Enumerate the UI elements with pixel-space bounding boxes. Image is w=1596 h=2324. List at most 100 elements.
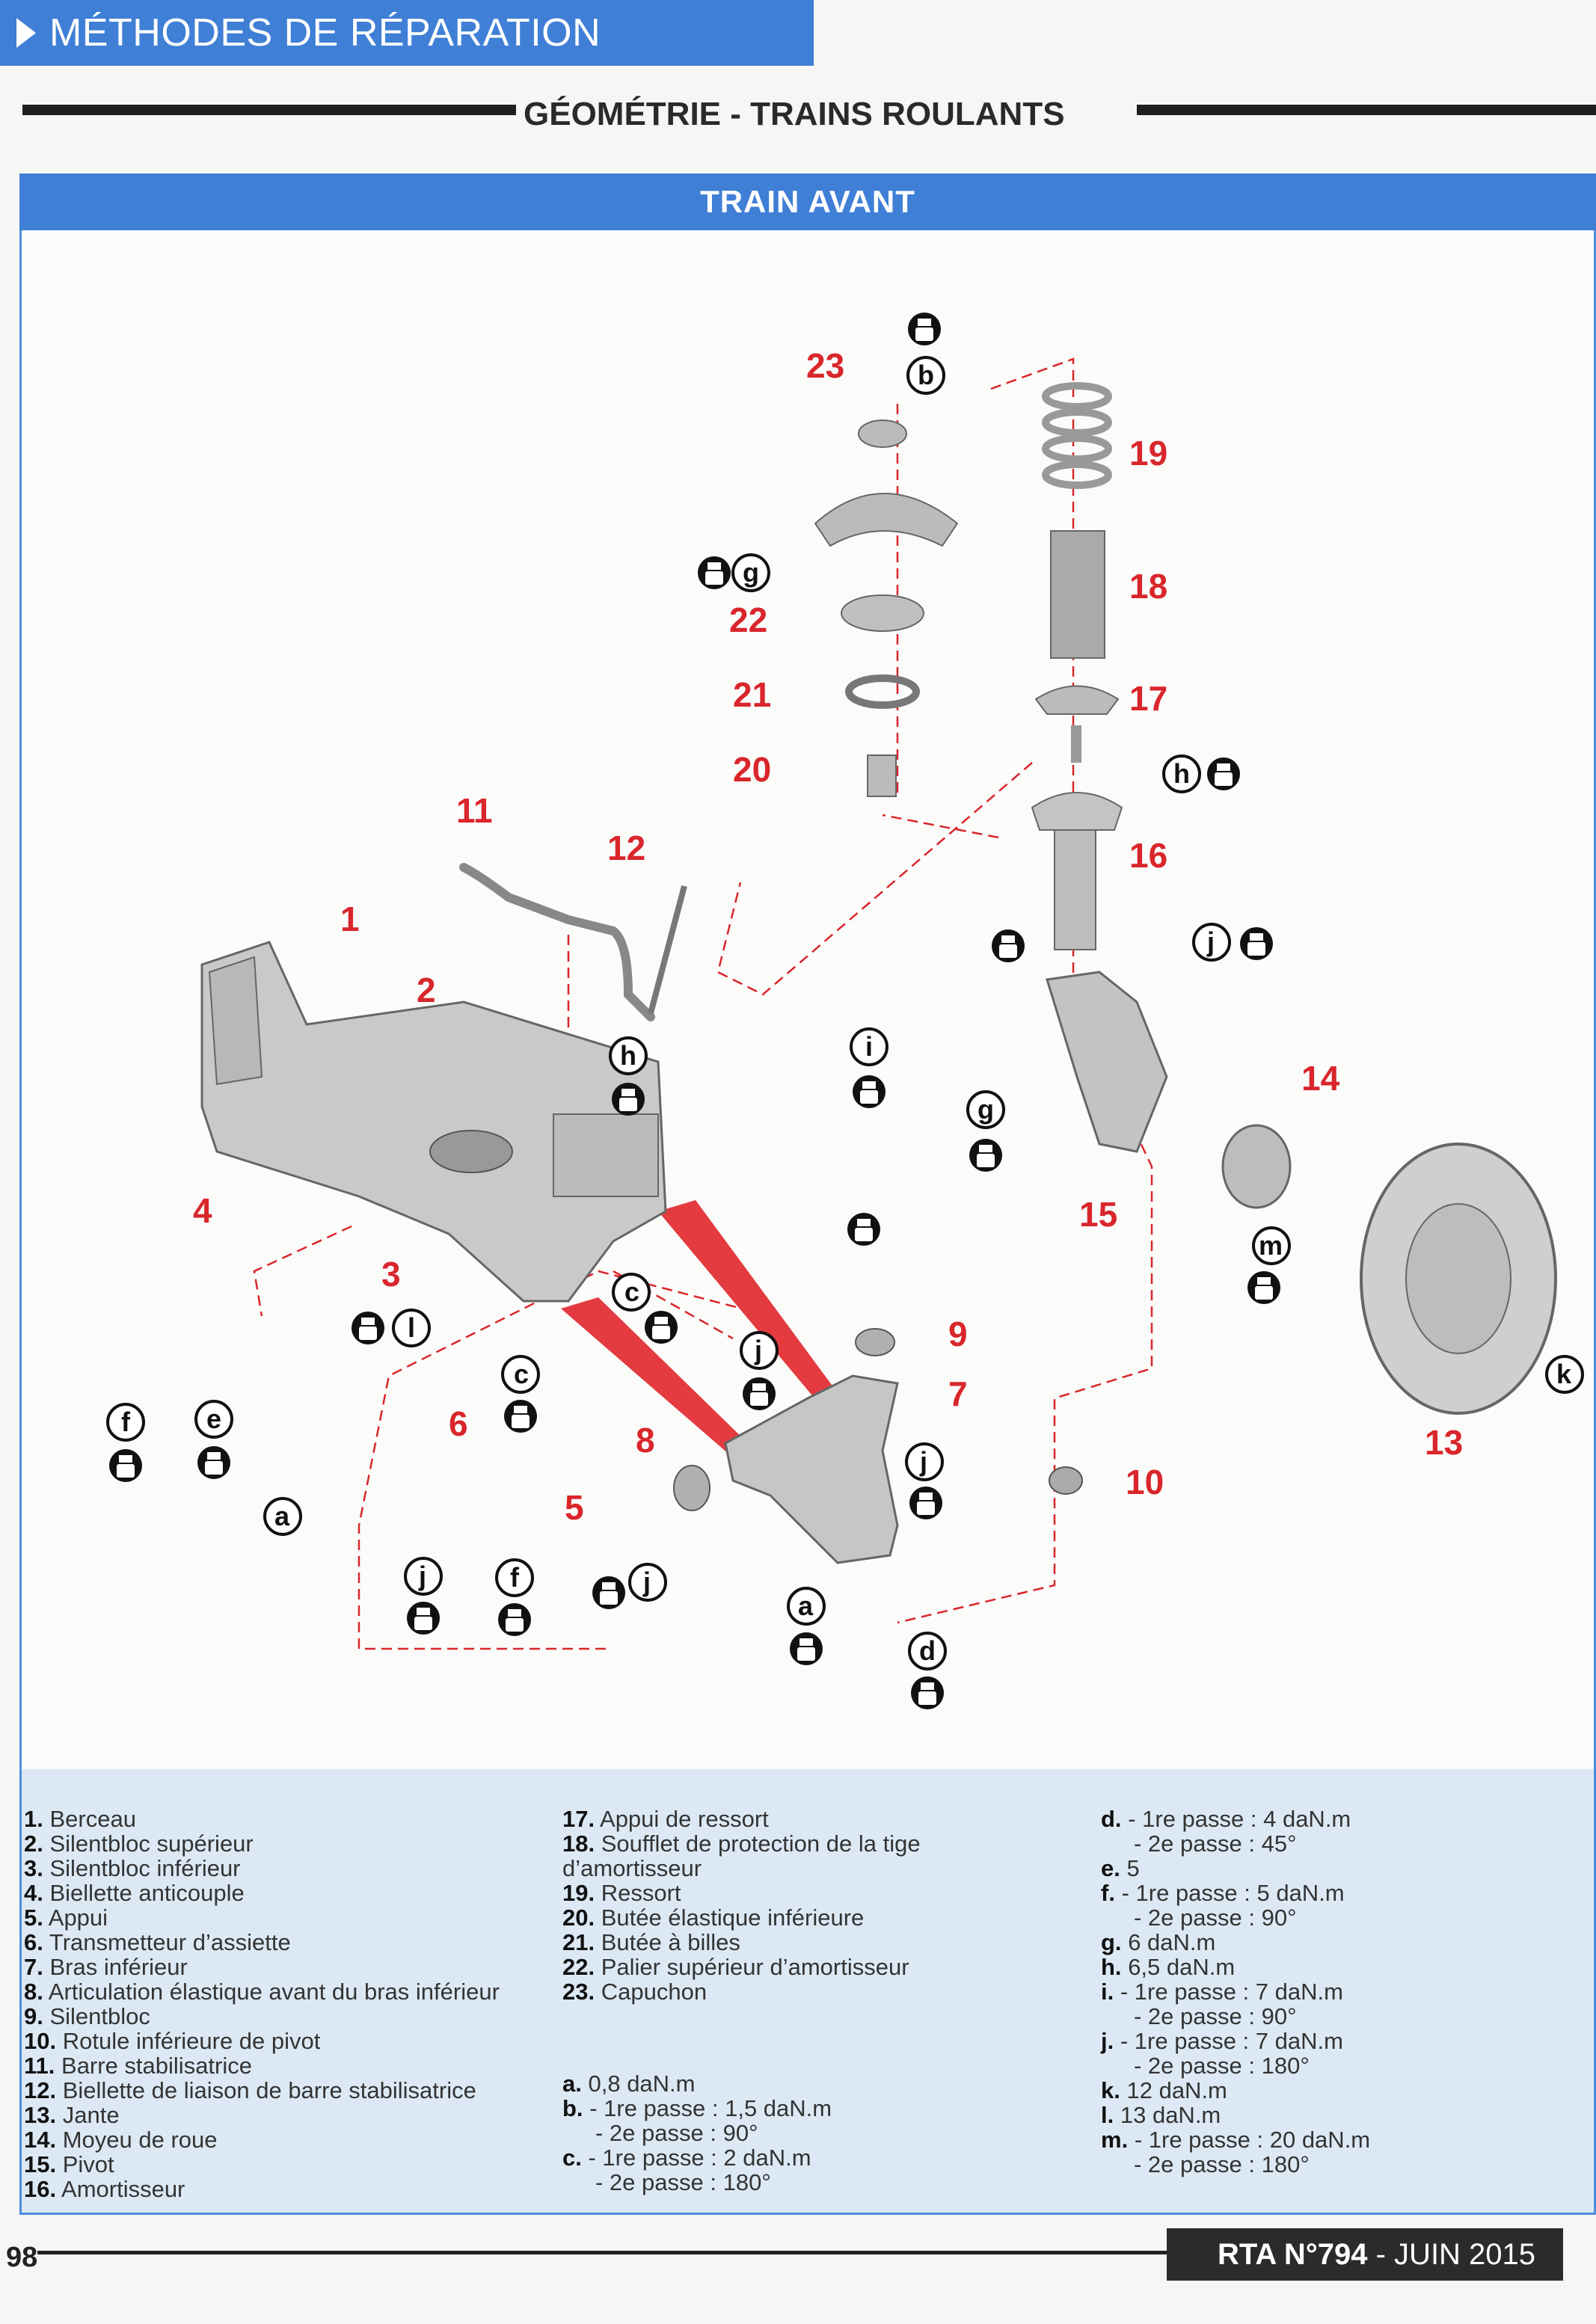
svg-text:k: k xyxy=(1556,1359,1572,1389)
stabilizer-link xyxy=(648,885,687,1015)
tag-f xyxy=(495,1558,534,1597)
svg-text:j: j xyxy=(418,1561,426,1591)
torque-item: g. 6 daN.m xyxy=(1101,1929,1216,1955)
part-label-21: 21 xyxy=(733,675,771,714)
torque-item: d. - 1re passe : 4 daN.m xyxy=(1101,1806,1351,1832)
legend-item: 6. Transmetteur d’assiette xyxy=(24,1929,291,1955)
tag-j xyxy=(740,1331,779,1370)
svg-text:j: j xyxy=(642,1567,651,1597)
legend-item: 5. Appui xyxy=(24,1905,108,1931)
svg-text:g: g xyxy=(977,1094,994,1125)
front-bushing xyxy=(673,1465,710,1511)
silentbloc-9 xyxy=(855,1328,895,1356)
legend-item: 3. Silentbloc inférieur xyxy=(24,1855,241,1881)
tag-g xyxy=(731,553,770,592)
tag-c xyxy=(501,1355,540,1394)
issue-date: - JUIN 2015 xyxy=(1375,2237,1536,2271)
part-label-20: 20 xyxy=(733,750,771,789)
knuckle xyxy=(1046,971,1168,1153)
legend-item: 20. Butée élastique inférieure xyxy=(562,1905,865,1931)
torque-legend-col2: a. 0,8 daN.m b. - 1re passe : 1,5 daN.m … xyxy=(562,2071,832,2195)
part-label-14: 14 xyxy=(1301,1059,1340,1098)
legend-item: 18. Soufflet de protection de la tige xyxy=(562,1830,921,1857)
legend-item: 22. Palier supérieur d’amortisseur xyxy=(562,1954,909,1980)
legend-item: 10. Rotule inférieure de pivot xyxy=(24,2028,321,2054)
wheel-hub xyxy=(1221,1124,1292,1209)
tag-j xyxy=(1192,923,1231,962)
exploded-diagram: 1 2 3 4 5 6 7 8 9 10 11 12 13 14 15 16 1… xyxy=(106,313,1584,1709)
svg-text:m: m xyxy=(1259,1230,1283,1261)
section-title: MÉTHODES DE RÉPARATION xyxy=(49,11,601,55)
torque-item: j. - 1re passe : 7 daN.m xyxy=(1101,2028,1343,2054)
arrow-icon xyxy=(16,18,36,48)
section-banner: MÉTHODES DE RÉPARATION xyxy=(0,0,814,66)
svg-text:f: f xyxy=(121,1407,131,1437)
ball-joint xyxy=(1049,1466,1083,1495)
part-label-5: 5 xyxy=(565,1488,584,1527)
torque-item: - 2e passe : 180° xyxy=(1134,2053,1310,2079)
top-mount-parts xyxy=(814,419,959,797)
part-label-1: 1 xyxy=(340,900,360,938)
part-label-8: 8 xyxy=(636,1421,655,1460)
part-label-6: 6 xyxy=(449,1404,468,1443)
tag-i xyxy=(850,1027,888,1066)
torque-item: b. - 1re passe : 1,5 daN.m xyxy=(562,2095,832,2121)
svg-text:c: c xyxy=(514,1359,529,1389)
legend-item: 4. Biellette anticouple xyxy=(24,1880,245,1906)
legend-item: 15. Pivot xyxy=(24,2151,114,2177)
part-label-12: 12 xyxy=(607,829,645,867)
rule-left xyxy=(22,105,516,115)
page-subtitle: GÉOMÉTRIE - TRAINS ROULANTS xyxy=(524,96,1065,132)
torque-item: e. 5 xyxy=(1101,1855,1140,1881)
tag-m xyxy=(1252,1226,1291,1265)
svg-text:i: i xyxy=(865,1031,873,1062)
lower-arm xyxy=(724,1374,899,1564)
part-label-17: 17 xyxy=(1129,679,1167,718)
tag-a xyxy=(787,1587,826,1626)
tag-j xyxy=(628,1563,667,1602)
legend-item: d’amortisseur xyxy=(562,1855,702,1881)
tag-b xyxy=(906,356,945,395)
torque-item: k. 12 daN.m xyxy=(1101,2077,1227,2103)
section-bar-title: TRAIN AVANT xyxy=(700,184,915,219)
torque-legend-col3: d. - 1re passe : 4 daN.m - 2e passe : 45… xyxy=(1101,1807,1370,2177)
tag-k xyxy=(1545,1355,1584,1394)
tag-h xyxy=(609,1036,648,1075)
svg-text:l: l xyxy=(408,1312,415,1343)
parts-legend-col1: 1. Berceau 2. Silentbloc supérieur 3. Si… xyxy=(24,1807,500,2201)
tag-e xyxy=(194,1400,233,1439)
torque-item: a. 0,8 daN.m xyxy=(562,2071,696,2097)
svg-text:j: j xyxy=(754,1335,762,1365)
footer-rule xyxy=(37,2251,1167,2254)
torque-item: h. 6,5 daN.m xyxy=(1101,1954,1236,1980)
part-label-13: 13 xyxy=(1425,1423,1463,1462)
svg-text:d: d xyxy=(919,1635,936,1666)
part-label-15: 15 xyxy=(1079,1195,1117,1234)
legend-item: 8. Articulation élastique avant du bras … xyxy=(24,1979,500,2005)
torque-item: f. - 1re passe : 5 daN.m xyxy=(1101,1880,1345,1906)
part-label-3: 3 xyxy=(381,1255,401,1294)
legend-item: 14. Moyeu de roue xyxy=(24,2127,218,2153)
pointer-triangle-8 xyxy=(561,1297,748,1454)
section-bar: TRAIN AVANT xyxy=(19,173,1596,230)
legend-item: 12. Biellette de liaison de barre stabil… xyxy=(24,2077,476,2103)
part-label-10: 10 xyxy=(1126,1463,1164,1501)
tag-d xyxy=(908,1632,947,1670)
tag-a xyxy=(263,1497,302,1536)
torque-item: - 2e passe : 90° xyxy=(1134,1905,1297,1931)
svg-text:c: c xyxy=(624,1276,639,1307)
svg-text:a: a xyxy=(274,1501,290,1531)
svg-text:g: g xyxy=(743,557,759,588)
page-number: 98 xyxy=(6,2242,38,2273)
subframe-berceau xyxy=(200,941,667,1303)
part-label-23: 23 xyxy=(806,346,844,385)
torque-item: - 2e passe : 180° xyxy=(595,2169,771,2195)
svg-text:b: b xyxy=(918,360,934,390)
part-label-2: 2 xyxy=(417,971,436,1009)
part-label-4: 4 xyxy=(193,1191,212,1230)
tag-l xyxy=(392,1309,431,1347)
magazine-issue: RTA N°794 xyxy=(1218,2237,1368,2271)
tag-f xyxy=(106,1403,145,1442)
legend-item: 13. Jante xyxy=(24,2102,120,2128)
pointer-triangle-9 xyxy=(658,1200,853,1417)
